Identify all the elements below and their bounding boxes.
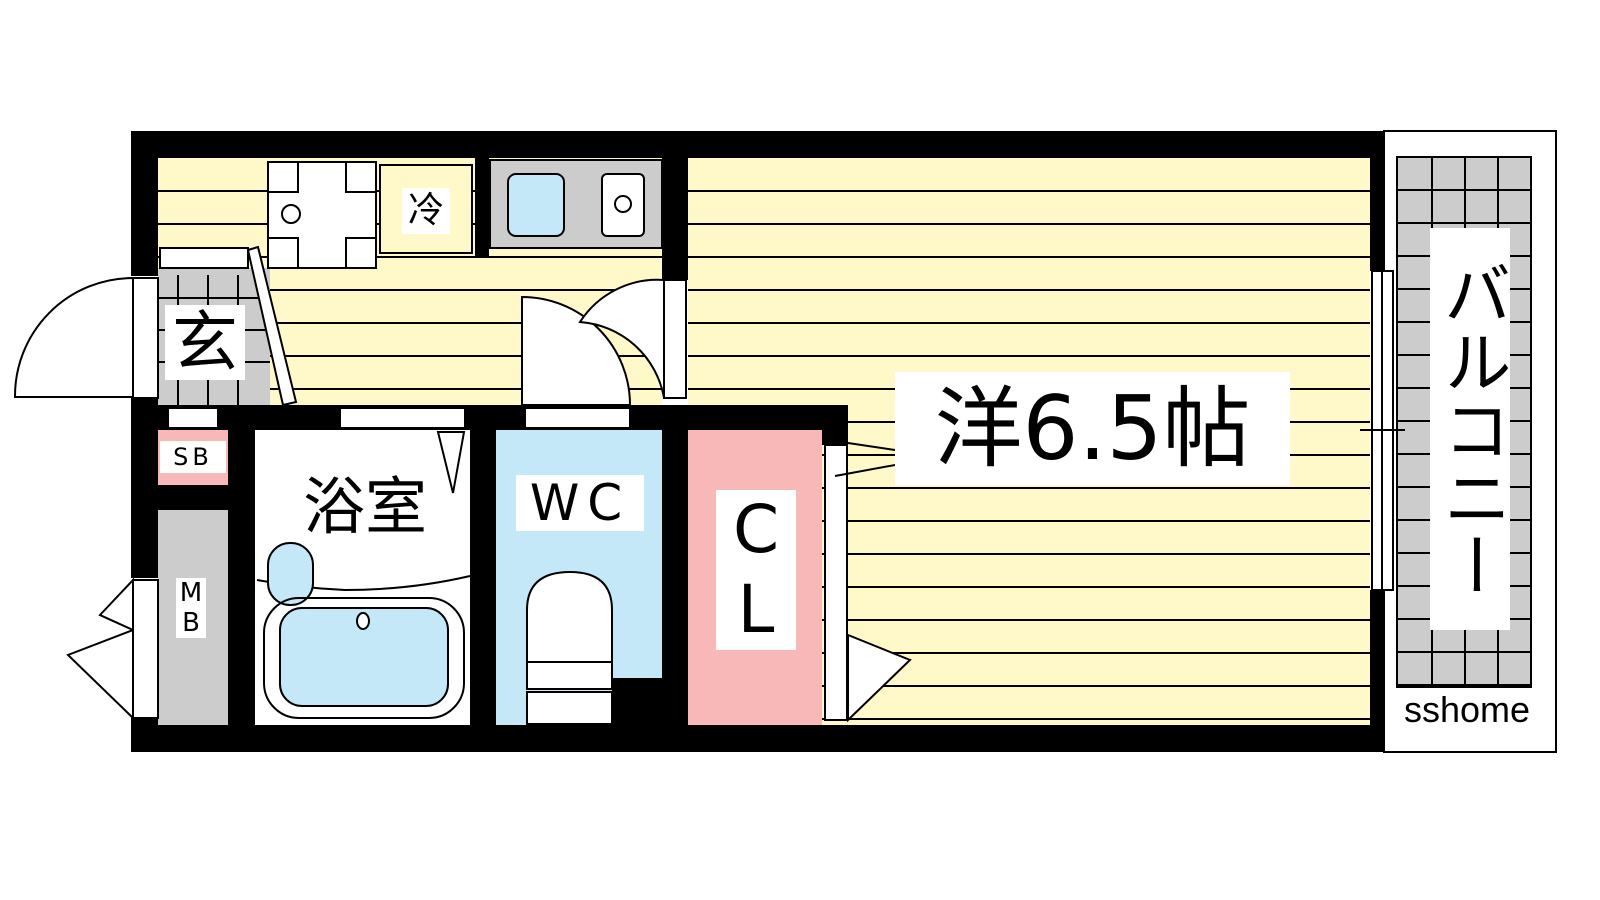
sshome-watermark: sshome [1396,690,1538,730]
wc-label: WC [516,475,644,531]
meter-box-label-b: B [176,608,206,638]
washing-machine-pan [267,161,377,269]
bathtub [256,542,471,719]
fridge-space [379,164,473,254]
shoe-box-label: SB [160,441,226,473]
entrance-label: 玄 [165,305,245,380]
closet-label-l: L [716,570,796,650]
closet-door[interactable] [847,633,912,723]
entrance-door[interactable] [13,276,159,399]
wc-door[interactable] [521,295,632,406]
fridge-label: 冷 [402,188,450,234]
meter-box-label-m: M [176,578,206,608]
closet-label-c: C [716,490,796,570]
bath-label: 浴室 [302,470,427,543]
balcony-label: バルコニー [1430,228,1510,630]
mb-door[interactable] [66,577,136,721]
shelf [159,247,249,269]
toilet [526,570,613,725]
stove [601,173,645,237]
western-room-label: 洋6.5帖 [895,372,1290,485]
sink [507,173,565,237]
kitchen-counter [489,159,663,249]
room-door[interactable] [578,278,665,399]
balcony-window[interactable] [1360,270,1405,591]
